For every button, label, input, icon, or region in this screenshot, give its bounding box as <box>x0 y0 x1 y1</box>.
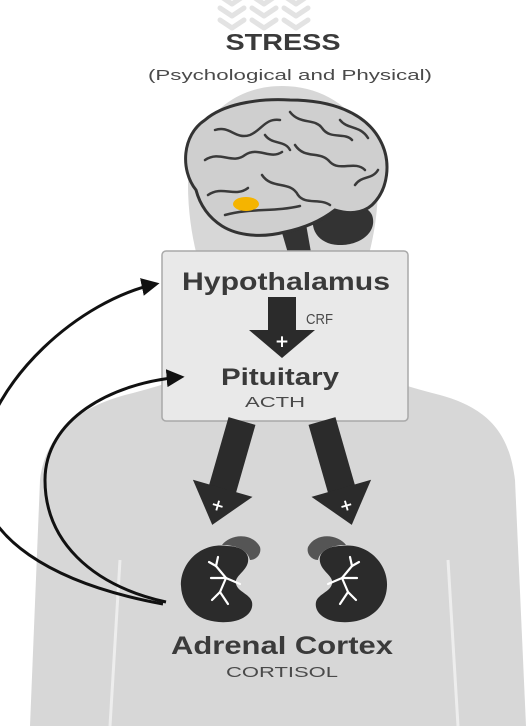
cortisol-label: CORTISOL <box>226 664 338 681</box>
kidney-right-icon <box>307 536 388 623</box>
right-arm-divider <box>446 559 460 726</box>
acth-label: ACTH <box>245 394 305 411</box>
adrenal-gland-left-icon <box>222 536 261 560</box>
kidney-right-body <box>315 545 388 623</box>
crf-arrow-head <box>249 330 315 358</box>
pituitary-label: Pituitary <box>221 364 340 391</box>
left-arm-divider <box>108 559 122 726</box>
kidney-left-calyces <box>207 555 242 606</box>
adrenal-gland-right-icon <box>307 536 346 560</box>
crf-label: CRF <box>306 311 333 328</box>
acth-right-plus-sign: + <box>337 494 355 516</box>
feedback-arrow-hypothalamus <box>0 278 164 606</box>
stress-subtitle: (Psychological and Physical) <box>148 68 432 84</box>
kidney-left-icon <box>180 536 261 623</box>
crf-arrow-shaft <box>268 297 296 331</box>
adrenal-cortex-label: Adrenal Cortex <box>171 632 393 660</box>
acth-arrow-right: + <box>308 417 372 525</box>
feedback-arrow-pituitary <box>43 369 185 604</box>
acth-left-plus-sign: + <box>209 494 227 516</box>
brain-gyri <box>203 110 380 217</box>
crf-plus-sign: + <box>275 332 289 352</box>
acth-arrow-left: + <box>192 417 256 525</box>
stress-title: STRESS <box>226 29 341 55</box>
kidney-left-body <box>180 545 253 623</box>
crf-arrow: + <box>249 297 315 358</box>
hypothalamus-highlight <box>233 197 259 211</box>
brain-icon <box>184 98 389 260</box>
kidney-right-calyces <box>326 555 361 606</box>
hypothalamus-label: Hypothalamus <box>182 268 390 296</box>
chevron-down-icon <box>217 0 311 31</box>
